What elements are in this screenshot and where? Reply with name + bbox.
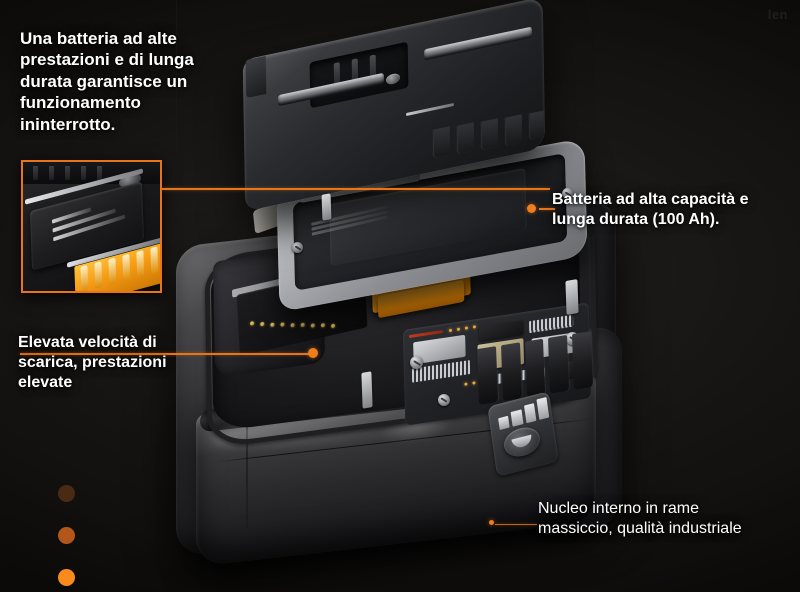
leader-dot-capacity [527,204,536,213]
progress-dot-3[interactable] [58,569,75,586]
leader-line-discharge [20,353,314,355]
leader-dot-core [489,520,494,525]
retaining-clip-left [361,371,373,409]
mid-frame-screw-left [292,242,303,253]
callout-high-capacity: Batteria ad alta capacità e lunga durata… [552,191,749,229]
top-cover-tab-2 [457,122,475,154]
retaining-clip-top [321,193,332,221]
inset-closeup-connector [21,160,162,293]
top-cover-tab-4 [505,114,523,146]
callout-discharge-rate: Elevata velocità di scarica, prestazioni… [18,334,167,392]
leader-line-inset [162,188,550,190]
progress-dot-list[interactable] [58,485,75,586]
callout-high-performance: Una batteria ad alte prestazioni e di lu… [20,29,194,134]
leader-dot-discharge [308,348,318,358]
progress-dot-1[interactable] [58,485,75,502]
leader-line-capacity [539,208,555,210]
progress-dot-2[interactable] [58,527,75,544]
pcb-screw-left [410,356,423,369]
retaining-clip-right [565,279,579,315]
watermark-text: len [767,7,788,22]
pcb-screw-bottom [438,394,450,406]
callout-copper-core: Nucleo interno in rame massiccio, qualit… [538,500,742,538]
top-cover-tab-3 [481,118,499,150]
leader-line-copper-core [495,524,537,525]
top-cover-tab-5 [529,110,545,140]
top-cover-left-ear [245,55,267,99]
top-cover-tab-1 [433,126,451,158]
